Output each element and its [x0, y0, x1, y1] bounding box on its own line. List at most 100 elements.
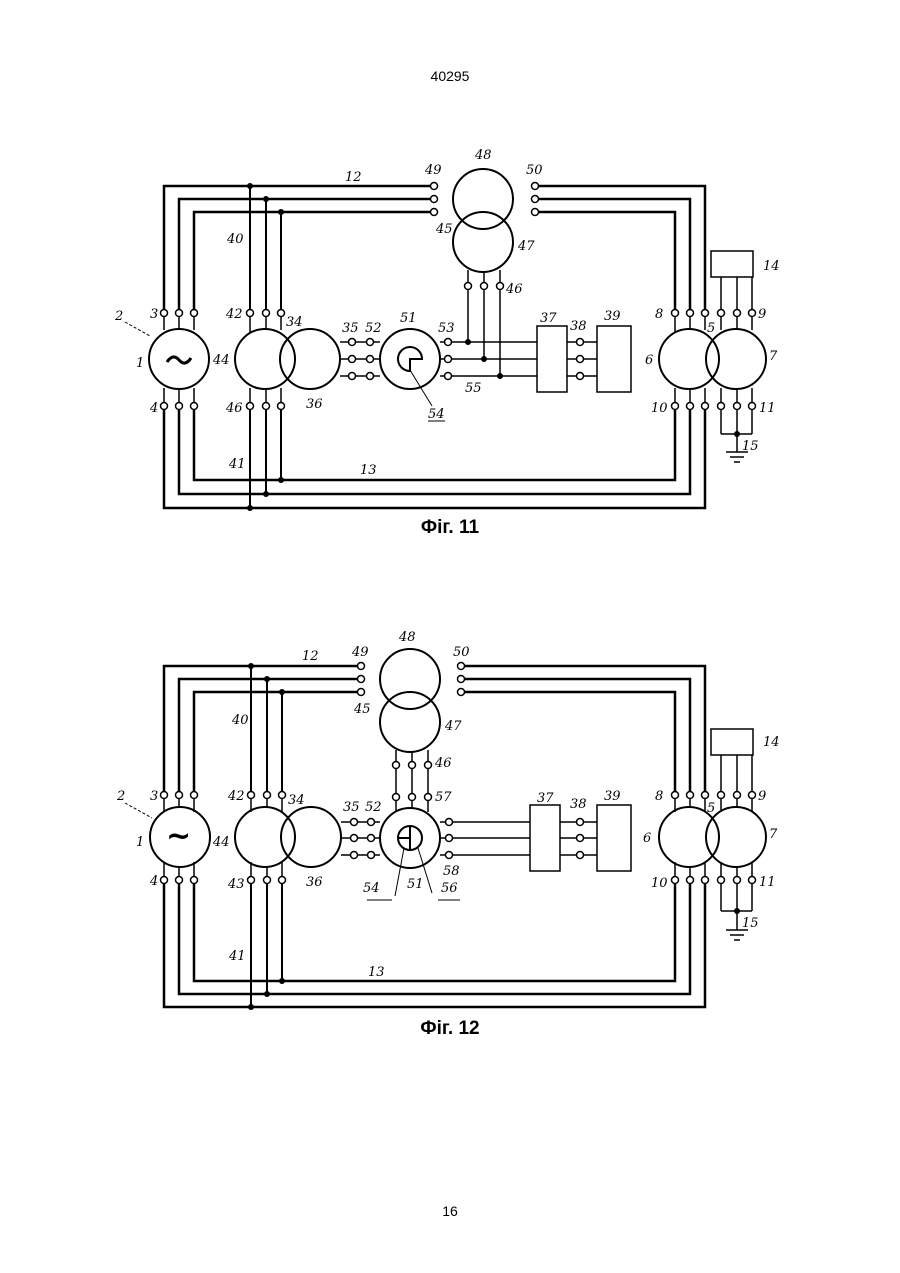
figure-11-labels: 1 2 3 4 5 6 7 8 9 10 11 12 13 14 15 34 3… — [114, 148, 780, 478]
transformer-34-right — [280, 329, 340, 389]
transformer-47 — [380, 692, 440, 752]
label-47: 47 — [444, 719, 462, 734]
label-3: 3 — [150, 789, 158, 804]
label-41: 41 — [228, 949, 246, 964]
transformer-42-left — [235, 807, 295, 867]
label-44: 44 — [212, 835, 230, 850]
label-43: 43 — [227, 877, 245, 892]
converter-51-symbol — [398, 347, 422, 371]
label-53: 53 — [438, 321, 455, 336]
page-number: 16 — [0, 1203, 900, 1219]
label-38: 38 — [570, 797, 587, 812]
label-40: 40 — [226, 232, 244, 247]
label-44: 44 — [212, 353, 230, 368]
label-49: 49 — [351, 645, 369, 660]
label-9: 9 — [758, 789, 766, 804]
tilde-symbol — [167, 357, 191, 363]
label-48: 48 — [474, 148, 492, 163]
label-8: 8 — [655, 789, 663, 804]
label-1: 1 — [136, 835, 144, 850]
label-45: 45 — [353, 702, 371, 717]
transformer-6 — [659, 329, 719, 389]
transformer-6 — [659, 807, 719, 867]
label-7: 7 — [769, 349, 778, 364]
label-50: 50 — [526, 163, 543, 178]
label-46-tap: 46 — [505, 282, 523, 297]
transformer-42-left — [235, 329, 295, 389]
transformer-7 — [706, 329, 766, 389]
label-4: 4 — [149, 401, 158, 416]
label-6: 6 — [643, 831, 651, 846]
label-13: 13 — [368, 965, 385, 980]
label-47: 47 — [517, 239, 535, 254]
label-8: 8 — [655, 307, 663, 322]
label-2: 2 — [114, 309, 123, 324]
label-36: 36 — [306, 397, 323, 412]
block-14 — [711, 729, 753, 755]
label-35: 35 — [343, 800, 360, 815]
label-10: 10 — [651, 401, 668, 416]
label-14: 14 — [763, 259, 780, 274]
block-37 — [537, 326, 567, 392]
label-50: 50 — [453, 645, 470, 660]
label-14: 14 — [763, 735, 780, 750]
bus-13-lines — [164, 880, 705, 1007]
label-34: 34 — [286, 315, 303, 330]
label-38: 38 — [570, 319, 587, 334]
label-55: 55 — [465, 381, 482, 396]
label-35: 35 — [342, 321, 359, 336]
label-57: 57 — [435, 790, 452, 805]
block-39 — [597, 326, 631, 392]
label-10: 10 — [651, 876, 668, 891]
label-15: 15 — [742, 439, 759, 454]
label-51: 51 — [407, 877, 424, 892]
label-56: 56 — [441, 881, 458, 896]
label-37: 37 — [540, 311, 557, 326]
label-46: 46 — [225, 401, 243, 416]
figure-12-caption: Фіг. 12 — [0, 1018, 900, 1040]
label-6: 6 — [645, 353, 653, 368]
label-42: 42 — [227, 789, 245, 804]
label-49: 49 — [424, 163, 442, 178]
label-11: 11 — [759, 401, 776, 416]
block-37 — [530, 805, 560, 871]
label-1: 1 — [136, 356, 144, 371]
label-45: 45 — [435, 222, 453, 237]
bus-12-lines — [164, 666, 705, 795]
tap-lines — [250, 186, 281, 508]
label-40: 40 — [231, 713, 249, 728]
label-41: 41 — [228, 457, 246, 472]
transformer-34-right — [281, 807, 341, 867]
label-15: 15 — [742, 916, 759, 931]
label-5: 5 — [707, 321, 715, 336]
label-5: 5 — [707, 801, 715, 816]
label-52: 52 — [365, 800, 382, 815]
figure-11-diagram: 1 2 3 4 5 6 7 8 9 10 11 12 13 14 15 34 3… — [0, 140, 900, 520]
label-37: 37 — [537, 791, 554, 806]
label-54: 54 — [363, 881, 380, 896]
transformer-47 — [453, 212, 513, 272]
label-51: 51 — [400, 311, 417, 326]
tap-lines — [251, 666, 282, 1007]
label-36: 36 — [306, 875, 323, 890]
label-34: 34 — [288, 793, 305, 808]
document-number: 40295 — [0, 68, 900, 84]
label-42: 42 — [225, 307, 243, 322]
label-3: 3 — [150, 307, 158, 322]
label-48: 48 — [398, 630, 416, 645]
label-58: 58 — [443, 864, 460, 879]
figure-12-labels: ~ 1 2 3 4 5 6 7 8 9 10 11 12 13 14 15 34… — [116, 630, 780, 980]
label-12: 12 — [345, 170, 362, 185]
label-39: 39 — [604, 789, 621, 804]
label-39: 39 — [604, 309, 621, 324]
figure-12-diagram: ~ 1 2 3 4 5 6 7 8 9 10 11 12 13 14 15 34… — [0, 620, 900, 1015]
transformer-7 — [706, 807, 766, 867]
block-14 — [711, 251, 753, 277]
label-4: 4 — [149, 874, 158, 889]
tilde-symbol: ~ — [166, 819, 191, 854]
label-54: 54 — [428, 407, 445, 422]
label-9: 9 — [758, 307, 766, 322]
label-52: 52 — [365, 321, 382, 336]
label-7: 7 — [769, 827, 778, 842]
label-13: 13 — [360, 463, 377, 478]
